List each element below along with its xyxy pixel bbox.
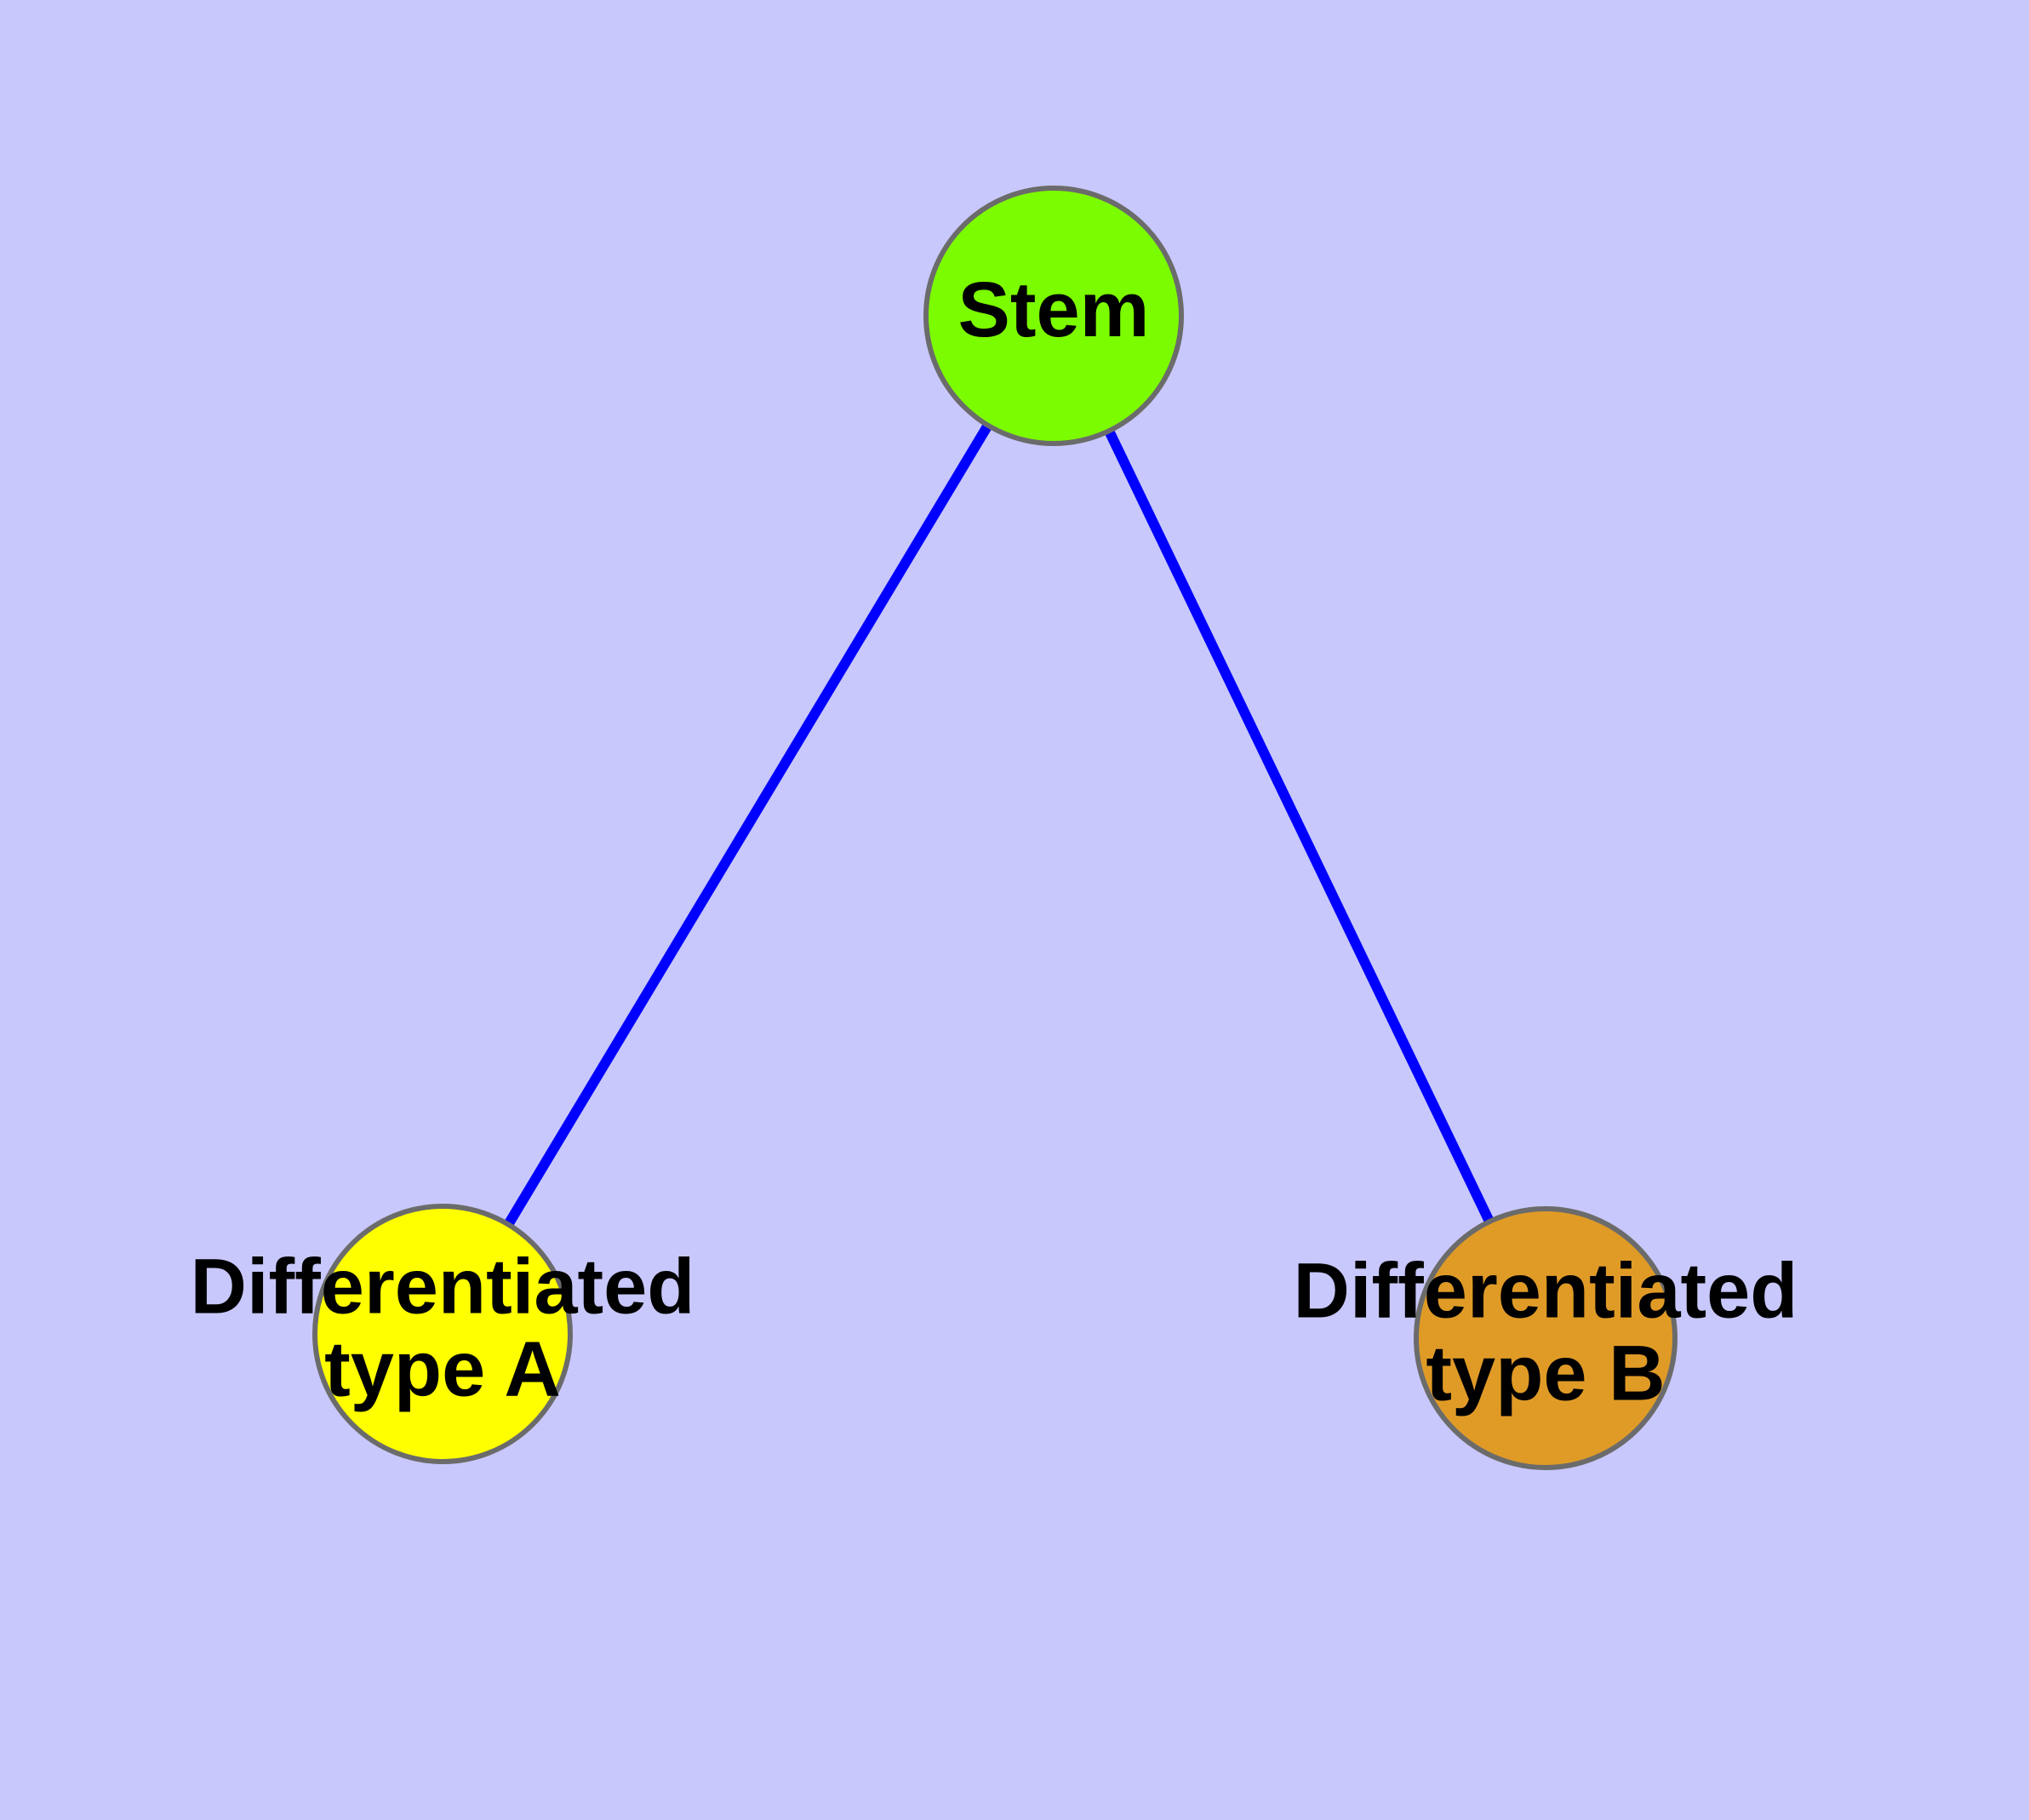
graph-edge [1049, 313, 1551, 1341]
graph-node-stem[interactable] [923, 186, 1184, 446]
graph-node-label-line: type B [1426, 1331, 1665, 1417]
graph-edge [437, 312, 1059, 1337]
graph-node-label-line: Stem [958, 266, 1150, 353]
edges-layer [437, 312, 1551, 1341]
nodes-layer [312, 186, 1677, 1470]
graph-node-label-stem: Stem [958, 266, 1150, 353]
graph-node-label-line: Differentiated [1294, 1248, 1798, 1335]
graph-node-label-line: Differentiated [191, 1244, 695, 1331]
graph-node-diff_a[interactable] [312, 1204, 573, 1464]
graph-node-diff_b[interactable] [1414, 1206, 1677, 1470]
graph-node-label-line: type A [324, 1326, 561, 1413]
